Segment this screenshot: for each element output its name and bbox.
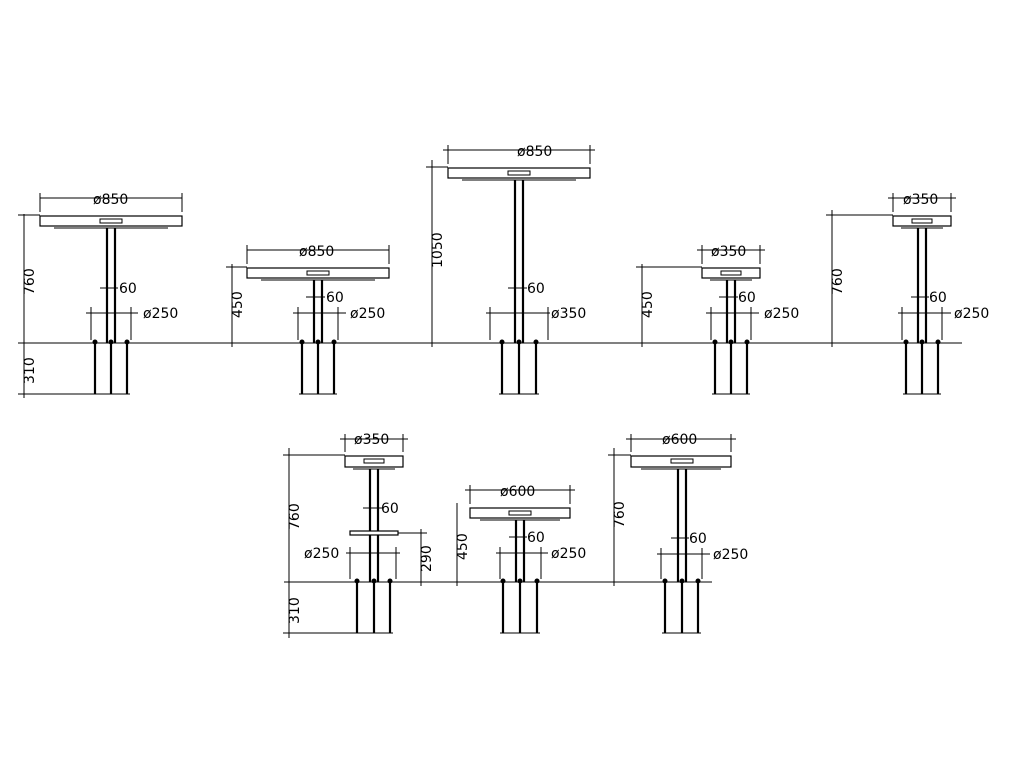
height-label: 760 — [612, 501, 628, 528]
table-4: ø350 450 60 ø250 — [636, 244, 799, 395]
post-size-label: 60 — [738, 290, 756, 306]
top-diameter-label: ø350 — [711, 244, 746, 260]
post-size-label: 60 — [527, 530, 545, 546]
base-diameter-label: ø250 — [954, 306, 989, 322]
base-diameter-label: ø250 — [143, 306, 178, 322]
height-label: 760 — [22, 268, 38, 295]
post-size-label: 60 — [381, 501, 399, 517]
table-6: ø350 760 310 60 ø250 290 — [283, 432, 435, 638]
footing-depth-label: 310 — [22, 357, 38, 384]
table-5: ø350 760 60 ø250 — [826, 192, 989, 395]
post-size-label: 60 — [929, 290, 947, 306]
top-diameter-label: ø350 — [903, 192, 938, 208]
base-diameter-label: ø350 — [551, 306, 586, 322]
height-label: 450 — [230, 291, 246, 318]
table-7: ø600 450 60 ø250 — [455, 484, 586, 634]
footrest — [349, 530, 399, 536]
base-diameter-label: ø250 — [551, 546, 586, 562]
height-label: 760 — [287, 503, 303, 530]
top-diameter-label: ø600 — [500, 484, 535, 500]
top-diameter-label: ø850 — [299, 244, 334, 260]
top-diameter-label: ø600 — [662, 432, 697, 448]
base-diameter-label: ø250 — [764, 306, 799, 322]
top-diameter-label: ø850 — [517, 144, 552, 160]
table-8: ø600 760 60 ø250 — [608, 432, 748, 634]
post-size-label: 60 — [326, 290, 344, 306]
table-2: ø850 450 60 ø250 — [226, 244, 390, 395]
post-size-label: 60 — [527, 281, 545, 297]
table-3: ø850 1050 60 ø350 — [426, 144, 595, 395]
post-size-label: 60 — [689, 531, 707, 547]
height-label: 450 — [455, 533, 471, 560]
base-diameter-label: ø250 — [350, 306, 385, 322]
footing-depth-label: 310 — [287, 597, 303, 624]
top-diameter-label: ø850 — [93, 192, 128, 208]
post-size-label: 60 — [119, 281, 137, 297]
top-diameter-label: ø350 — [354, 432, 389, 448]
footrest-height-label: 290 — [419, 545, 435, 572]
height-label: 450 — [640, 291, 656, 318]
base-diameter-label: ø250 — [713, 547, 748, 563]
base-diameter-label: ø250 — [304, 546, 339, 562]
table-1: ø850 760 310 60 ø250 — [18, 192, 183, 398]
height-label: 760 — [830, 268, 846, 295]
height-label: 1050 — [430, 232, 446, 268]
